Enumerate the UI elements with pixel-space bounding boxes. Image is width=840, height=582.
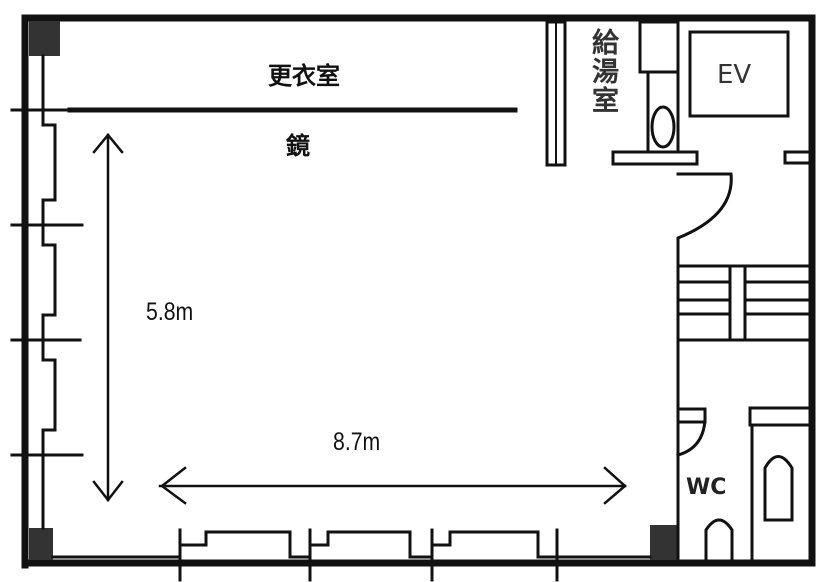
- column: [29, 21, 60, 56]
- stairs: [676, 264, 812, 342]
- cabinet: [638, 20, 680, 74]
- urinal: [763, 455, 794, 522]
- depth-dimension-arrow: [92, 133, 124, 503]
- elevator-box: [688, 30, 790, 118]
- width-dimension-arrow: [158, 466, 627, 505]
- left-window-wall: [41, 54, 57, 530]
- changing-room-label: 更衣室: [268, 62, 340, 90]
- elevator-label: EV: [717, 60, 752, 90]
- window-ticks-bottom: [178, 528, 559, 582]
- sink-bowl: [650, 105, 676, 149]
- column: [650, 525, 677, 560]
- mirror-label: 鏡: [286, 132, 310, 160]
- room-depth-label: 5.8m: [146, 298, 194, 326]
- sink-unit: [646, 70, 680, 154]
- column: [29, 528, 53, 560]
- outer-wall: [21, 14, 816, 569]
- kitchenette-label: 給湯室: [587, 28, 618, 115]
- bottom-window-wall: [51, 530, 652, 559]
- counter: [611, 150, 699, 166]
- room-width-label: 8.7m: [333, 428, 381, 456]
- restroom-label: WC: [686, 475, 727, 500]
- wall-stub: [783, 150, 814, 165]
- wc-door: [676, 407, 707, 457]
- door-swing: [676, 172, 733, 565]
- wc-stall-wall: [748, 406, 812, 565]
- toilet: [704, 518, 734, 565]
